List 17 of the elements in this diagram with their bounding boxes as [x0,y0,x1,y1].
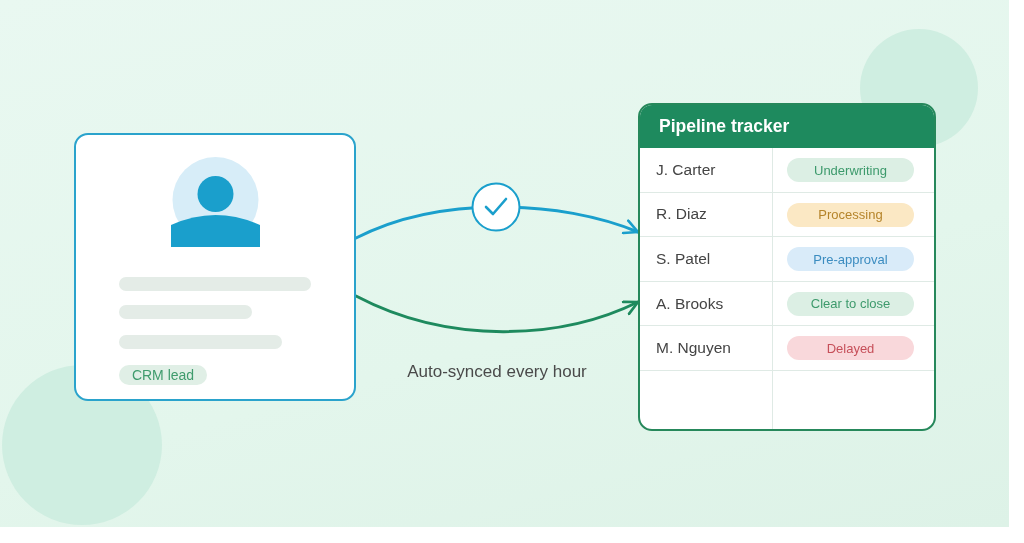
table-panel [638,103,936,431]
client-name: J. Carter [655,160,716,179]
status-badge: Pre-approval [787,247,914,272]
status-badge: Clear to close [787,291,914,316]
arrow [354,205,640,240]
status-badge: Delayed [787,336,914,361]
status-badge: Processing [787,202,914,227]
client-name: A. Brooks [655,294,724,313]
arrow [354,294,640,334]
status-badge: Underwriting [787,158,914,182]
table-title: Pipeline tracker [658,116,790,137]
tag-badge: CRM lead [119,365,207,385]
note-text: Auto-synced every hour [407,362,587,382]
client-name: S. Patel [655,250,711,268]
client-name: R. Diaz [655,205,707,224]
lead-card [74,133,356,401]
client-name: M. Nguyen [655,339,731,358]
